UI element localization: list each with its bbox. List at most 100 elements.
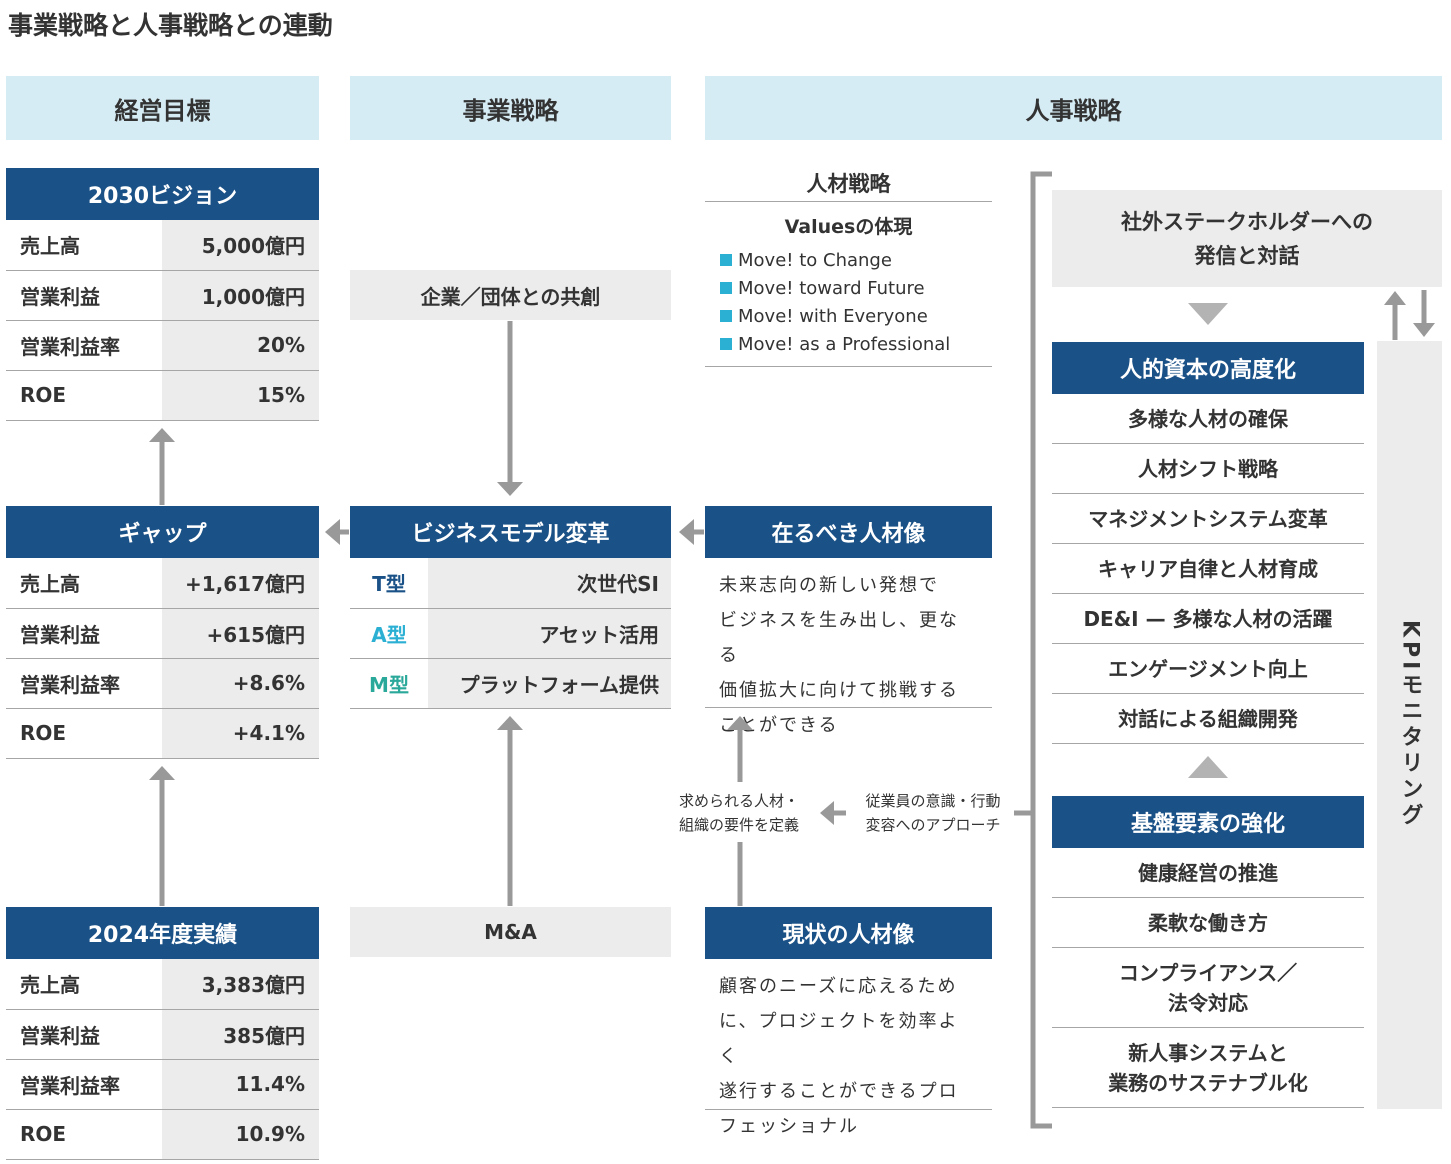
type-label: A型 [350, 608, 428, 659]
talent-strategy-title: 人材戦略 [705, 164, 992, 202]
column-header-management: 経営目標 [6, 76, 319, 140]
table-row: 営業利益率+8.6% [6, 658, 319, 709]
list-item: 対話による組織開発 [1052, 694, 1364, 744]
row-label: 売上高 [6, 959, 162, 1010]
list-item: マネジメントシステム変革 [1052, 494, 1364, 544]
column-header-hr: 人事戦略 [705, 76, 1442, 140]
row-value: 11.4% [162, 1059, 319, 1110]
arrow-up-icon [1384, 291, 1406, 340]
list-item: Move! as a Professional [720, 330, 990, 358]
list-item: 新人事システムと 業務のサステナブル化 [1052, 1028, 1364, 1108]
row-label: 売上高 [6, 558, 162, 609]
description-line: 価値拡大に向けて挑戦する [719, 680, 959, 701]
row-value: +8.6% [162, 658, 319, 709]
row-value: 15% [162, 370, 319, 421]
arrow-down-icon [1413, 290, 1435, 337]
square-bullet-icon [720, 254, 732, 266]
row-value: +1,617億円 [162, 558, 319, 609]
description-line: に、プロジェクトを効率よく [719, 1011, 959, 1067]
table-row: A型アセット活用 [350, 608, 671, 659]
business-model-table: T型次世代SI A型アセット活用 M型プラットフォーム提供 [350, 558, 671, 709]
value-text: Move! toward Future [738, 277, 925, 299]
arrow-up-icon [497, 716, 523, 906]
row-label: 売上高 [6, 220, 162, 271]
description-line: フェッショナル [719, 1116, 859, 1137]
type-label: M型 [350, 658, 428, 709]
divider [705, 366, 992, 367]
approach-note: 従業員の意識・行動 変容へのアプローチ [852, 789, 1014, 837]
type-label: T型 [350, 558, 428, 609]
list-item: キャリア自律と人材育成 [1052, 544, 1364, 594]
row-label: 営業利益率 [6, 320, 162, 371]
note-line: 組織の要件を定義 [678, 816, 799, 834]
list-item: DE&I — 多様な人材の活躍 [1052, 594, 1364, 644]
row-value: +4.1% [162, 708, 319, 759]
human-capital-list: 多様な人材の確保 人材シフト戦略 マネジメントシステム変革 キャリア自律と人材育… [1052, 394, 1364, 744]
stakeholder-line: 社外ステークホルダーへの [1121, 209, 1373, 234]
row-label: ROE [6, 708, 162, 759]
square-bullet-icon [720, 338, 732, 350]
cocreation-box: 企業／団体との共創 [350, 270, 671, 320]
list-item: Move! with Everyone [720, 302, 990, 330]
row-label: 営業利益 [6, 608, 162, 659]
table-row: ROE+4.1% [6, 708, 319, 759]
human-capital-title: 人的資本の高度化 [1052, 342, 1364, 394]
description-line: 遂行することができるプロ [719, 1081, 959, 1102]
type-value: アセット活用 [428, 608, 671, 659]
stakeholder-line: 発信と対話 [1194, 243, 1300, 268]
current-talent-title: 現状の人材像 [705, 907, 992, 959]
arrow-up-icon [149, 428, 175, 505]
description-line: ことができる [719, 715, 839, 736]
values-list: Move! to Change Move! toward Future Move… [720, 246, 990, 358]
triangle-up-icon [1188, 756, 1228, 778]
type-value: 次世代SI [428, 558, 671, 609]
ma-box: M&A [350, 907, 671, 957]
gap-table: 売上高+1,617億円 営業利益+615億円 営業利益率+8.6% ROE+4.… [6, 558, 319, 759]
list-item: 多様な人材の確保 [1052, 394, 1364, 444]
table-row: 売上高+1,617億円 [6, 558, 319, 609]
list-item: 人材シフト戦略 [1052, 444, 1364, 494]
row-label: 営業利益率 [6, 1059, 162, 1110]
column-header-business: 事業戦略 [350, 76, 671, 140]
kpi-monitoring-bar: KPIモニタリング [1377, 341, 1442, 1109]
row-label: ROE [6, 1109, 162, 1160]
row-value: +615億円 [162, 608, 319, 659]
note-line: 従業員の意識・行動 [865, 792, 1001, 810]
gap-title: ギャップ [6, 506, 319, 558]
values-title: Valuesの体現 [784, 216, 913, 238]
row-value: 10.9% [162, 1109, 319, 1160]
row-value: 385億円 [162, 1009, 319, 1060]
table-row: 営業利益+615億円 [6, 608, 319, 659]
note-line: 求められる人材・ [678, 792, 799, 810]
foundation-title: 基盤要素の強化 [1052, 796, 1364, 848]
row-label: 営業利益率 [6, 658, 162, 709]
list-item: エンゲージメント向上 [1052, 644, 1364, 694]
triangle-down-icon [1188, 303, 1228, 325]
vision-2030-title: 2030ビジョン [6, 168, 319, 220]
square-bullet-icon [720, 282, 732, 294]
row-label: 営業利益 [6, 270, 162, 321]
foundation-list: 健康経営の推進 柔軟な働き方 コンプライアンス／ 法令対応 新人事システムと 業… [1052, 848, 1364, 1108]
ideal-talent-description: 未来志向の新しい発想で ビジネスを生み出し、更なる 価値拡大に向けて挑戦する こ… [705, 558, 992, 736]
description-line: 未来志向の新しい発想で [719, 575, 939, 596]
row-label: 営業利益 [6, 1009, 162, 1060]
table-row: T型次世代SI [350, 558, 671, 609]
list-item: Move! toward Future [720, 274, 990, 302]
description-line: 顧客のニーズに応えるため [719, 976, 958, 997]
table-row: M型プラットフォーム提供 [350, 658, 671, 709]
list-item: コンプライアンス／ 法令対応 [1052, 948, 1364, 1028]
arrow-left-icon [679, 519, 704, 545]
value-text: Move! with Everyone [738, 305, 928, 327]
arrow-left-icon [325, 519, 349, 545]
arrow-left-icon [820, 801, 846, 825]
arrow-up-icon [149, 766, 175, 906]
value-text: Move! as a Professional [738, 333, 951, 355]
arrow-up-icon [727, 716, 753, 906]
